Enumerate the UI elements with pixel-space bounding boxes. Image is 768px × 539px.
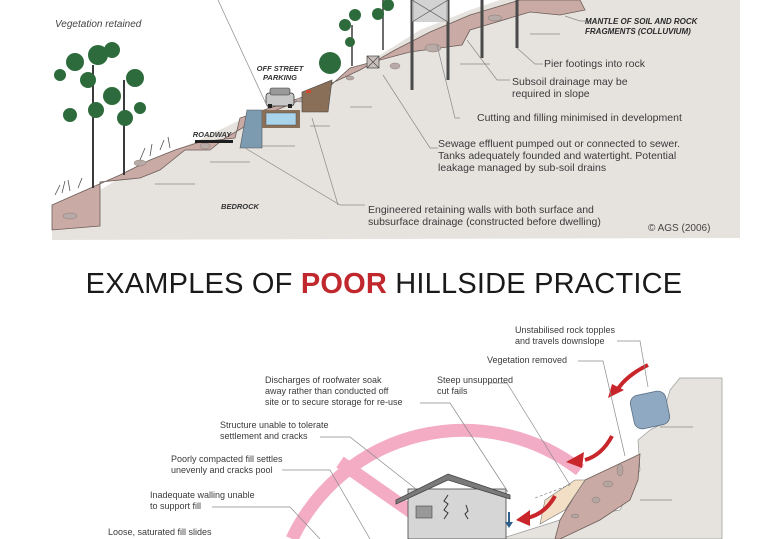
water-tank [265, 112, 297, 126]
label-vegetation-removed: Vegetation removed [487, 355, 568, 365]
title-highlight: POOR [300, 268, 388, 300]
label-steep-cut: Steep unsupported cut fails [437, 375, 514, 396]
car-icon [265, 87, 295, 108]
bedrock-mass [52, 0, 740, 240]
label-roadway: ROADWAY [192, 130, 232, 139]
good-practice-illustration [51, 0, 740, 240]
title-suffix: HILLSIDE PRACTICE [387, 268, 683, 300]
section-title: EXAMPLES OF POOR HILLSIDE PRACTICE [0, 268, 768, 301]
tree-icon [54, 42, 146, 188]
label-retaining-walls: Engineered retaining walls with both sur… [368, 204, 601, 228]
label-rock-topples: Unstabilised rock topples and travels do… [515, 325, 616, 346]
copyright: © AGS (2006) [648, 223, 711, 234]
label-mantle-colluvium: MANTLE OF SOIL AND ROCK FRAGMENTS (COLLU… [585, 17, 698, 36]
label-pier-footings: Pier footings into rock [544, 58, 645, 70]
soil-mantle [51, 0, 586, 231]
toppling-rock [629, 390, 671, 430]
label-off-street-parking: OFF STREET PARKING [256, 64, 304, 82]
label-cutting-filling: Cutting and filling minimised in develop… [477, 112, 682, 124]
title-prefix: EXAMPLES OF [85, 268, 301, 300]
label-vegetation-retained: Vegetation retained [55, 19, 142, 30]
label-loose-fill: Loose, saturated fill slides [108, 527, 212, 537]
roadway [195, 140, 233, 143]
label-subsoil-drainage: Subsoil drainage may be required in slop… [512, 76, 628, 100]
label-roofwater: Discharges of roofwater soak away rather… [265, 375, 403, 407]
label-sewage: Sewage effluent pumped out or connected … [438, 138, 681, 174]
label-bedrock: BEDROCK [221, 202, 259, 211]
label-poorly-compacted: Poorly compacted fill settles unevenly a… [171, 454, 283, 475]
house-icon [395, 473, 511, 539]
label-structure-cracks: Structure unable to tolerate settlement … [220, 420, 329, 441]
label-inadequate-walling: Inadequate walling unable to support fil… [150, 490, 255, 511]
